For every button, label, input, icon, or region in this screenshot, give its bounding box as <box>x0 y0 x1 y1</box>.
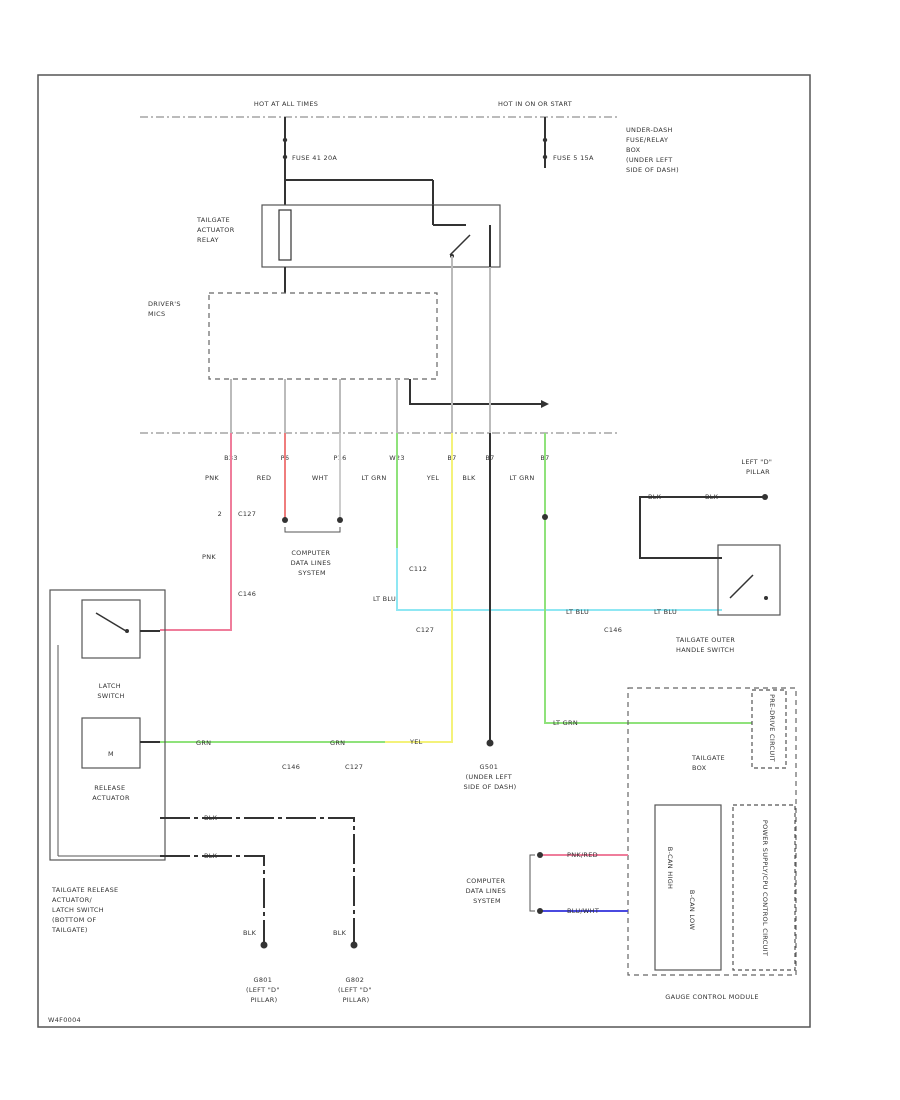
wire-color-wht: WHT <box>312 474 328 482</box>
g802-label: G802 (LEFT "D" PILLAR) <box>338 976 374 1004</box>
wire-color-yel: YEL <box>426 474 440 482</box>
left-d-pillar-ground <box>762 494 768 500</box>
fuse-5-terminal-top <box>542 137 548 143</box>
cdl-terminal-red <box>282 517 288 523</box>
mics-to-b7c <box>409 379 545 405</box>
power-supply-circuit-label: POWER SUPPLY/CPU CONTROL CIRCUIT <box>761 820 769 956</box>
power-supply-circuit-box <box>732 804 796 971</box>
pre-drive-circuit-box <box>751 689 787 769</box>
fuse-41-label: FUSE 41 20A <box>292 154 337 162</box>
cdl-terminal-white <box>337 517 343 523</box>
ground-wire-g801 <box>160 855 265 945</box>
drivers-mics-label: DRIVER'S MICS <box>148 300 183 318</box>
fuse-41-terminal-bottom <box>282 154 288 160</box>
g802-ground-symbol <box>350 941 358 949</box>
pnk-red-label: PNK/RED <box>567 851 598 859</box>
relay-switch-contact <box>449 234 471 256</box>
gauge-module-label: GAUGE CONTROL MODULE <box>665 993 758 1001</box>
fuse-box-label: UNDER-DASH FUSE/RELAY BOX (UNDER LEFT SI… <box>626 126 679 174</box>
can-high-terminal <box>537 852 543 858</box>
diagram-id: W4F0004 <box>48 1016 81 1024</box>
latch-switch-contact <box>95 612 127 632</box>
cdl-right-label: COMPUTER DATA LINES SYSTEM <box>466 877 509 905</box>
wire-color-blk: BLK <box>462 474 476 482</box>
ltgrn-splice <box>542 514 548 520</box>
can-high-label: B-CAN HIGH <box>666 847 674 889</box>
wire-color-ltgrn: LT GRN <box>362 474 387 482</box>
connector-c127-c: C127 <box>345 763 363 771</box>
blk-e-label: BLK <box>204 814 218 822</box>
outer-handle-switch-terminal <box>764 596 768 600</box>
pink-wire <box>160 433 232 631</box>
ground-wire-g802 <box>160 817 355 945</box>
connector-c146-a: C146 <box>238 590 256 598</box>
grn-label-2: GRN <box>330 739 345 747</box>
left-d-pillar-label: LEFT "D" PILLAR <box>741 458 774 476</box>
tailgate-actuator-relay <box>261 204 501 268</box>
outer-handle-switch-label: TAILGATE OUTER HANDLE SWITCH <box>675 636 738 654</box>
diagram-frame <box>37 74 811 1028</box>
g801-label: G801 (LEFT "D" PILLAR) <box>246 976 282 1004</box>
wire-color-ltgrn-2: LT GRN <box>510 474 535 482</box>
can-transceiver-box <box>654 804 722 971</box>
latch-switch-terminal <box>125 629 129 633</box>
tailgate-assembly-label: TAILGATE RELEASE ACTUATOR/ LATCH SWITCH … <box>51 886 121 934</box>
blk-c-label: BLK <box>243 929 257 937</box>
connector-c112: C112 <box>409 565 427 573</box>
tailgate-assembly-box <box>49 589 166 861</box>
wire-color-pnk: PNK <box>205 474 219 482</box>
blk-a-label: BLK <box>648 493 662 501</box>
connector-c127-b: C127 <box>416 626 434 634</box>
blu-wht-label: BLU/WHT <box>567 907 599 915</box>
cdl-mid-label: COMPUTER DATA LINES SYSTEM <box>291 549 334 577</box>
outer-handle-switch-contact <box>729 574 754 599</box>
release-actuator-label: RELEASE ACTUATOR <box>92 784 130 802</box>
g501-ground-symbol <box>486 739 494 747</box>
fuse-5-label: FUSE 5 15A <box>553 154 594 162</box>
wire-color-red: RED <box>257 474 272 482</box>
connector-c146-b: C146 <box>604 626 622 634</box>
hot-at-all-times-label: HOT AT ALL TIMES <box>254 100 318 108</box>
latch-switch-box <box>81 599 141 659</box>
g801-ground-symbol <box>260 941 268 949</box>
pnk-label: PNK <box>202 553 216 561</box>
grn-label: GRN <box>196 739 211 747</box>
blk-b-label: BLK <box>705 493 719 501</box>
ltgrn-wire-to-tailgate <box>544 433 752 724</box>
hot-in-on-label: HOT IN ON OR START <box>498 100 572 108</box>
drivers-mics-box <box>208 292 438 380</box>
pre-drive-circuit-label: PRE-DRIVE CIRCUIT <box>768 694 776 762</box>
can-low-terminal <box>537 908 543 914</box>
relay-label: TAILGATE ACTUATOR RELAY <box>196 216 237 244</box>
can-low-label: B-CAN LOW <box>688 890 696 931</box>
b7c-arrow <box>541 400 549 408</box>
cdl-bracket <box>284 527 341 533</box>
ltgrn-label: LT GRN <box>553 719 578 727</box>
outer-handle-switch-box <box>717 544 781 616</box>
release-actuator-motor: M <box>108 750 114 758</box>
fuse-41-terminal-top <box>282 137 288 143</box>
g501-label: G501 (UNDER LEFT SIDE OF DASH) <box>464 763 517 791</box>
connector-c146-c: C146 <box>282 763 300 771</box>
latch-switch-label: LATCH SWITCH <box>97 682 124 700</box>
cyan-ltblu-a: LT BLU <box>566 608 589 616</box>
tailgate-box-label: TAILGATE BOX <box>691 754 727 772</box>
yel-label: YEL <box>409 738 423 746</box>
ltblu-label: LT BLU <box>373 595 396 603</box>
cyan-ltblu-b: LT BLU <box>654 608 677 616</box>
relay-coil <box>278 209 292 261</box>
gauge-control-module-box <box>627 687 797 976</box>
outer-switch-ground <box>639 496 765 559</box>
connector-c127-a: 2 <box>218 510 222 518</box>
connector-c127-a-label: C127 <box>238 510 256 518</box>
fuse-5-terminal-bottom <box>542 154 548 160</box>
blk-d-label: BLK <box>333 929 347 937</box>
cdl-right-bracket <box>529 854 535 912</box>
blk-f-label: BLK <box>204 852 218 860</box>
release-actuator-box <box>81 717 141 769</box>
cyan-wire <box>396 548 722 611</box>
yellow-wire <box>385 433 453 743</box>
